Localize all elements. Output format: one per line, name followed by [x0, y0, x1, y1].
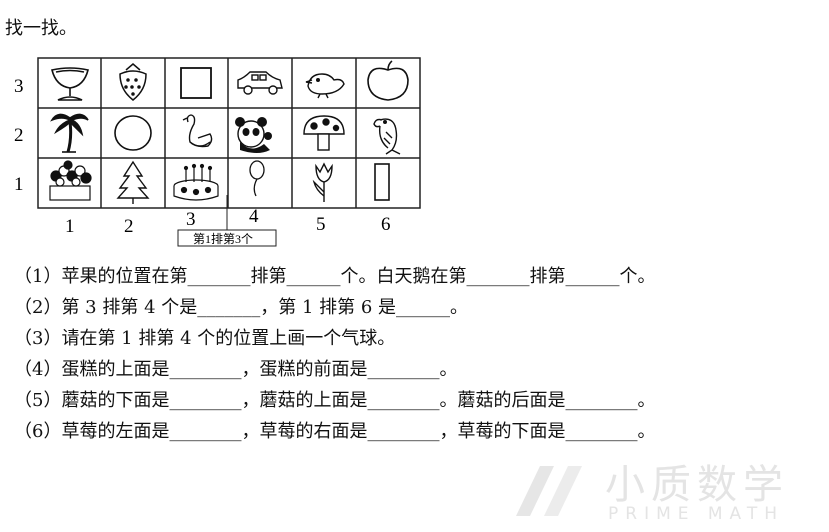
car-icon [237, 71, 283, 95]
apple-icon [367, 60, 409, 101]
panda-icon [235, 117, 272, 153]
col-label-4: 4 [249, 206, 259, 227]
cake-icon [173, 163, 219, 201]
flowers-icon [49, 160, 92, 201]
balloon-icon [249, 160, 265, 197]
pine-tree-icon [116, 160, 150, 204]
question-6: （6）草莓的左面是________，草莓的右面是________，草莓的下面是_… [14, 421, 656, 442]
strawberry-icon [119, 63, 147, 101]
question-5: （5）蘑菇的下面是________，蘑菇的上面是________。蘑菇的后面是_… [14, 390, 656, 411]
question-1: （1）苹果的位置在第_______排第______个。白天鹅在第_______排… [14, 266, 656, 287]
swan-icon [182, 114, 213, 148]
question-4: （4）蛋糕的上面是________，蛋糕的前面是________。 [14, 359, 458, 380]
watermark-en: PRIME MATH [608, 504, 785, 524]
bird-icon [305, 73, 345, 99]
watermark-cn: 小质数学 [605, 462, 789, 508]
col-label-5: 5 [316, 214, 326, 235]
parrot-icon [373, 118, 401, 155]
cup-icon [51, 67, 89, 101]
watermark: 小质数学 PRIME MATH [510, 452, 829, 532]
square-icon [180, 67, 212, 99]
question-2: （2）第 3 排第 4 个是_______，第 1 排第 6 是______。 [14, 297, 469, 318]
callout: 第1排第3个 [177, 195, 277, 247]
question-3: （3）请在第 1 排第 4 个的位置上画一个气球。 [14, 328, 396, 349]
row-label-1: 1 [14, 174, 24, 195]
picture-grid: 3 2 1 1 2 3 4 5 6 第1排第3个 [0, 50, 440, 250]
rectangle-icon [374, 163, 390, 201]
watermark-logo-icon [516, 466, 582, 516]
palm-tree-icon [50, 113, 89, 153]
row-label-2: 2 [14, 125, 24, 146]
col-label-1: 1 [65, 216, 75, 237]
mushroom-icon [303, 115, 345, 151]
tulip-icon [312, 162, 333, 202]
exercise-title: 找一找。 [5, 18, 77, 39]
col-label-6: 6 [381, 214, 391, 235]
col-label-3: 3 [186, 209, 196, 230]
row-label-3: 3 [14, 76, 24, 97]
circle-icon [114, 115, 152, 151]
col-label-2: 2 [124, 216, 134, 237]
callout-label: 第1排第3个 [193, 232, 253, 246]
grid-lines [37, 57, 421, 209]
